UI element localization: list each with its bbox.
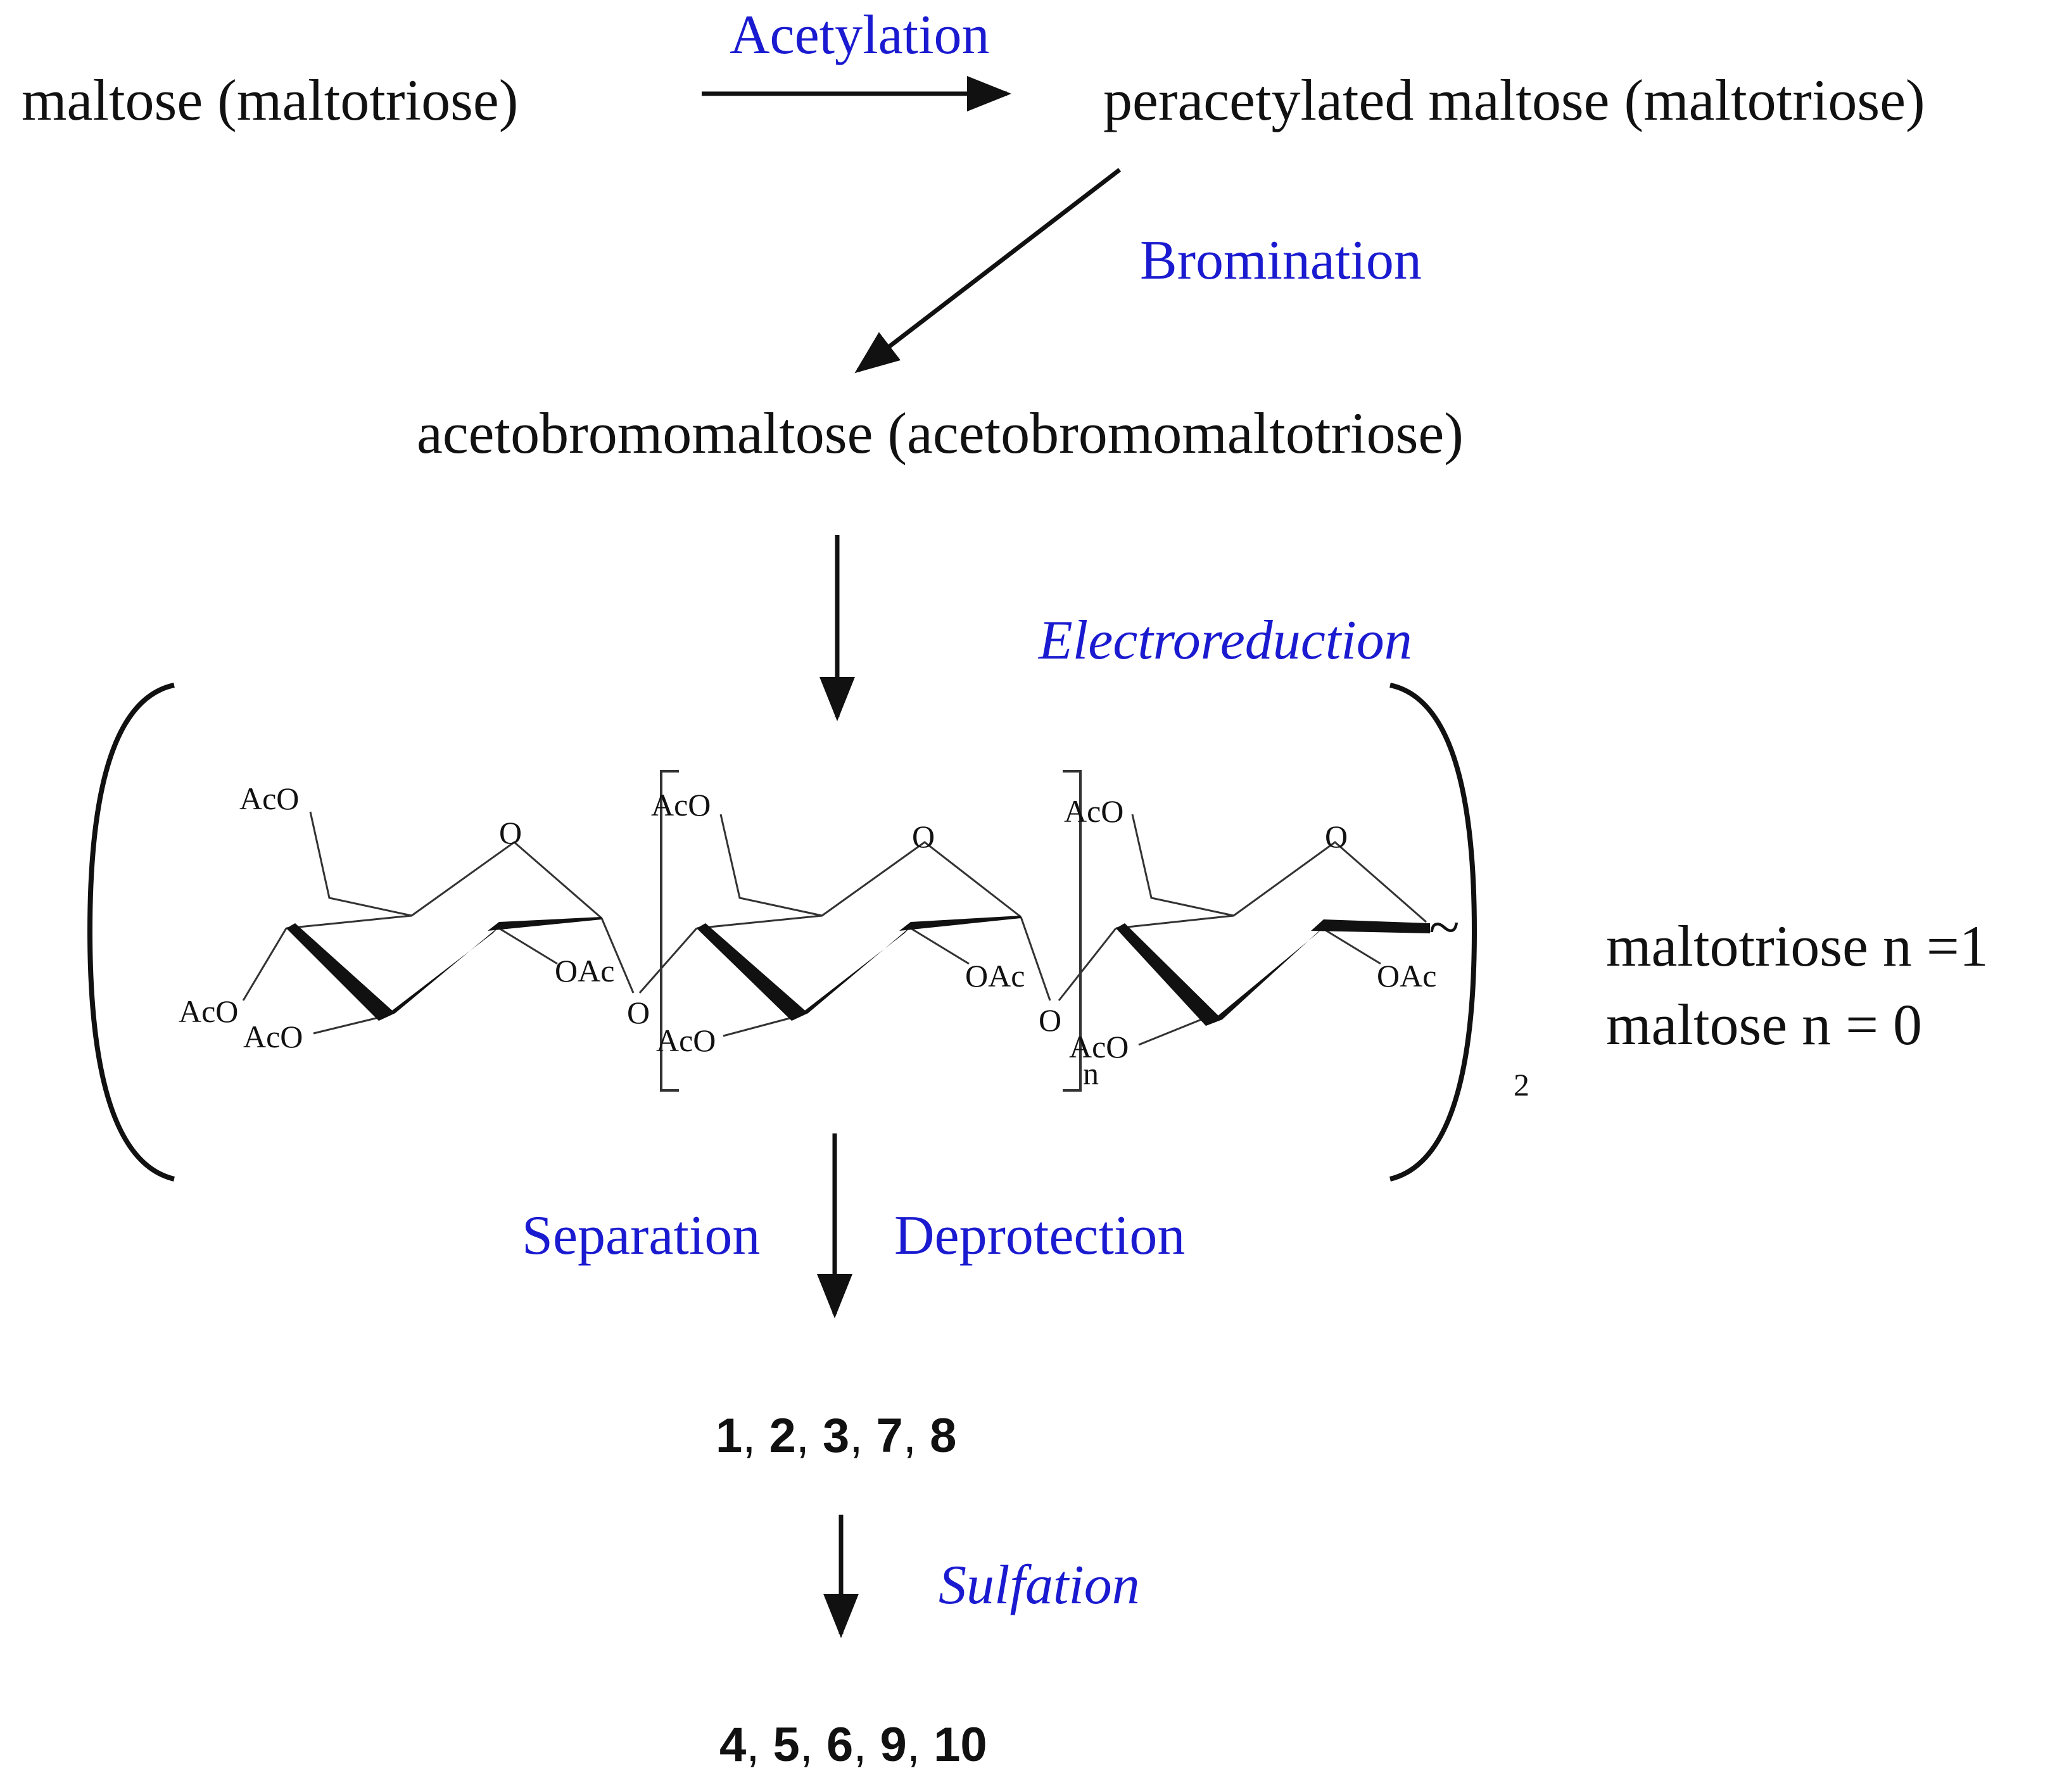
step-acetylation: Acetylation bbox=[730, 4, 990, 66]
glycosidic-oxygen-1: O bbox=[627, 995, 650, 1030]
ring1-aco-left: AcO bbox=[179, 994, 239, 1029]
deprotected-separator: , bbox=[849, 1409, 876, 1463]
sulfated-separator: , bbox=[799, 1718, 827, 1772]
ring2-aco-bottom: AcO bbox=[656, 1023, 716, 1058]
deprotected-separator: , bbox=[742, 1409, 769, 1463]
sulfated-compound-number: 9 bbox=[880, 1718, 907, 1772]
ring1-oac: OAc bbox=[555, 953, 615, 988]
legend-maltotriose: maltotriose n =1 bbox=[1606, 914, 1989, 978]
glucose-ring-1 bbox=[242, 811, 635, 1035]
step-deprotection: Deprotection bbox=[894, 1205, 1186, 1266]
glucose-ring-3 bbox=[1058, 814, 1430, 1046]
deprotected-compound-number: 7 bbox=[876, 1409, 903, 1463]
deprotected-compound-number: 2 bbox=[769, 1409, 796, 1463]
acetobromo-product: acetobromomaltose (acetobromomaltotriose… bbox=[417, 401, 1464, 465]
ring3-aco-bottom: AcO bbox=[1069, 1029, 1129, 1064]
step-sulfation: Sulfation bbox=[939, 1555, 1140, 1616]
sulfated-separator: , bbox=[746, 1718, 773, 1772]
sulfated-separator: , bbox=[906, 1718, 934, 1772]
deprotected-compound-number: 1 bbox=[716, 1409, 743, 1463]
repeat-subscript-n: n bbox=[1083, 1056, 1099, 1091]
step-separation: Separation bbox=[522, 1205, 761, 1266]
wavy-bond: ~ bbox=[1429, 896, 1460, 959]
peracetylated-product: peracetylated maltose (maltotriose) bbox=[1103, 68, 1925, 132]
sulfated-compound-number: 6 bbox=[826, 1718, 854, 1772]
deprotected-compound-number: 3 bbox=[823, 1409, 850, 1463]
bromination-arrow bbox=[854, 168, 1122, 374]
compound-list-deprotected: 1, 2, 3, 7, 8 bbox=[716, 1412, 956, 1460]
deprotected-separator: , bbox=[902, 1409, 930, 1463]
ring1-aco-top: AcO bbox=[239, 781, 300, 816]
ring2-oac: OAc bbox=[965, 958, 1025, 994]
repeat-bracket-right bbox=[1063, 770, 1082, 1092]
ring2-ring-oxygen: O bbox=[912, 819, 935, 854]
ring3-aco-top: AcO bbox=[1064, 793, 1124, 829]
left-parenthesis bbox=[87, 683, 175, 1182]
repeat-bracket-left bbox=[660, 770, 679, 1092]
step-bromination: Bromination bbox=[1140, 230, 1422, 291]
deprotected-separator: , bbox=[795, 1409, 823, 1463]
ring2-aco-top: AcO bbox=[651, 787, 711, 823]
ring1-aco-bottom: AcO bbox=[243, 1019, 303, 1054]
ring3-oac: OAc bbox=[1377, 958, 1437, 994]
sulfated-separator: , bbox=[853, 1718, 880, 1772]
sulfated-compound-number: 4 bbox=[719, 1718, 747, 1772]
ring3-ring-oxygen: O bbox=[1325, 819, 1348, 854]
ring1-ring-oxygen: O bbox=[499, 815, 522, 850]
dimer-subscript: 2 bbox=[1514, 1067, 1529, 1102]
right-parenthesis bbox=[1389, 683, 1477, 1182]
glycosidic-oxygen-2: O bbox=[1039, 1002, 1062, 1038]
legend-maltose: maltose n = 0 bbox=[1606, 992, 1923, 1057]
start-material: maltose (maltotriose) bbox=[22, 68, 519, 132]
sulfated-compound-number: 5 bbox=[773, 1718, 800, 1772]
deprotected-compound-number: 8 bbox=[930, 1409, 957, 1463]
step-electroreduction: Electroreduction bbox=[1039, 610, 1412, 671]
sulfated-compound-number: 10 bbox=[933, 1718, 987, 1772]
compound-list-sulfated: 4, 5, 6, 9, 10 bbox=[719, 1721, 987, 1769]
glucose-ring-2 bbox=[638, 814, 1051, 1037]
